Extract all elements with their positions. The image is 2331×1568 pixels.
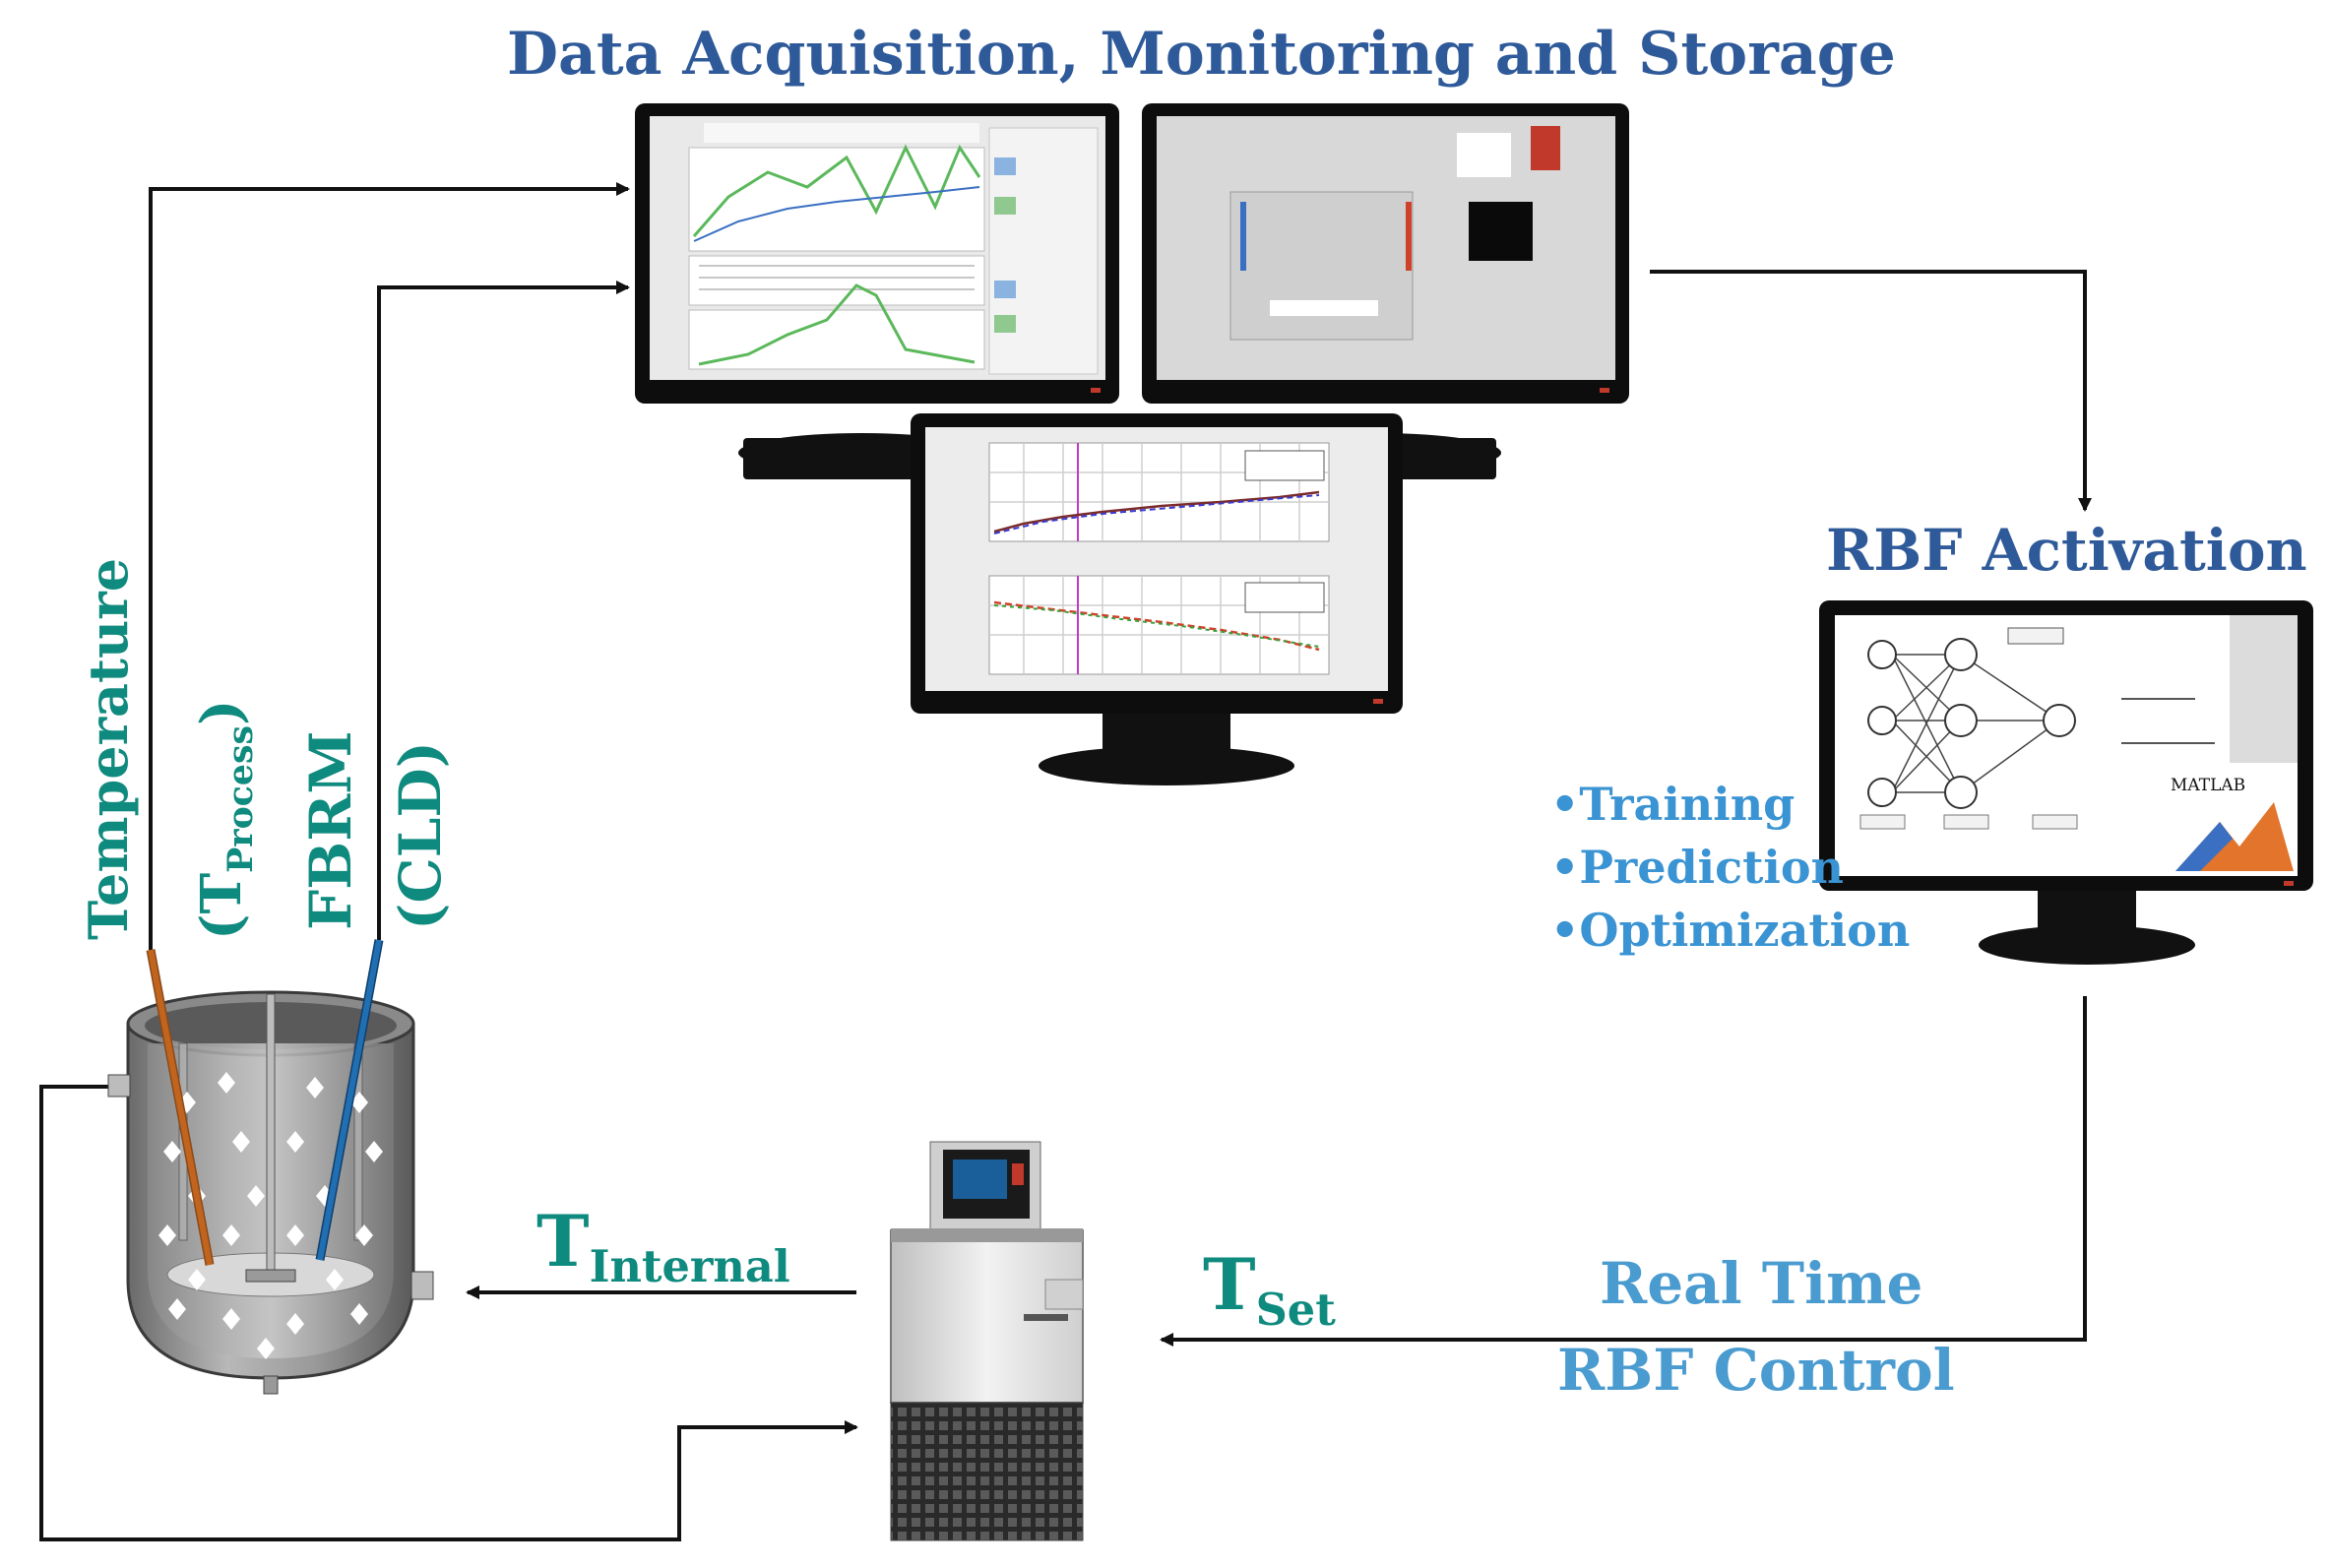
t-process-open: ( [189, 913, 254, 941]
fbrm-signal-line [377, 281, 630, 940]
rbf-activation-title: RBF Activation [1826, 517, 2307, 584]
t-set-label: TSet [1203, 1242, 1336, 1336]
monitor-control-panel [1142, 103, 1629, 479]
jacket-return-line [39, 1085, 858, 1541]
t-process-label: (TProcess) [189, 699, 261, 941]
bullet-item: •Training [1550, 778, 1796, 831]
t-internal-main: T [536, 1199, 590, 1283]
bullet-item: •Optimization [1550, 904, 1911, 957]
thermostat-circulator [890, 1141, 1084, 1541]
rbf-control-line [1160, 996, 2087, 1347]
t-process-sub: Process [220, 724, 262, 873]
rbf-bullet-list: •Training •Prediction •Optimization [1550, 773, 1910, 962]
t-internal-sub: Internal [589, 1239, 790, 1292]
t-process-main: T [189, 872, 254, 914]
t-set-sub: Set [1255, 1283, 1336, 1336]
monitor-fbrm-charts [911, 413, 1403, 785]
monitor-daq-trends [635, 103, 1119, 479]
matlab-text: MATLAB [2171, 776, 2246, 795]
temperature-label: Temperature [77, 557, 140, 940]
connector-lines [39, 182, 2092, 1541]
t-process-close: ) [189, 699, 254, 725]
cld-label: (CLD) [387, 740, 454, 930]
diagram-title: Data Acquisition, Monitoring and Storage [507, 20, 1896, 89]
bullet-item: •Prediction [1550, 841, 1844, 894]
temperature-signal-line [149, 182, 630, 953]
real-time-label: Real Time [1600, 1250, 1923, 1317]
t-internal-label: TInternal [536, 1199, 790, 1292]
t-set-main: T [1203, 1242, 1256, 1326]
monitor-to-rbf-line [1650, 270, 2092, 512]
jacketed-reactor [107, 939, 434, 1395]
rbf-control-label: RBF Control [1557, 1337, 1955, 1404]
fbrm-label: FBRM [297, 730, 364, 930]
monitor-rbf-network [1819, 600, 2313, 965]
